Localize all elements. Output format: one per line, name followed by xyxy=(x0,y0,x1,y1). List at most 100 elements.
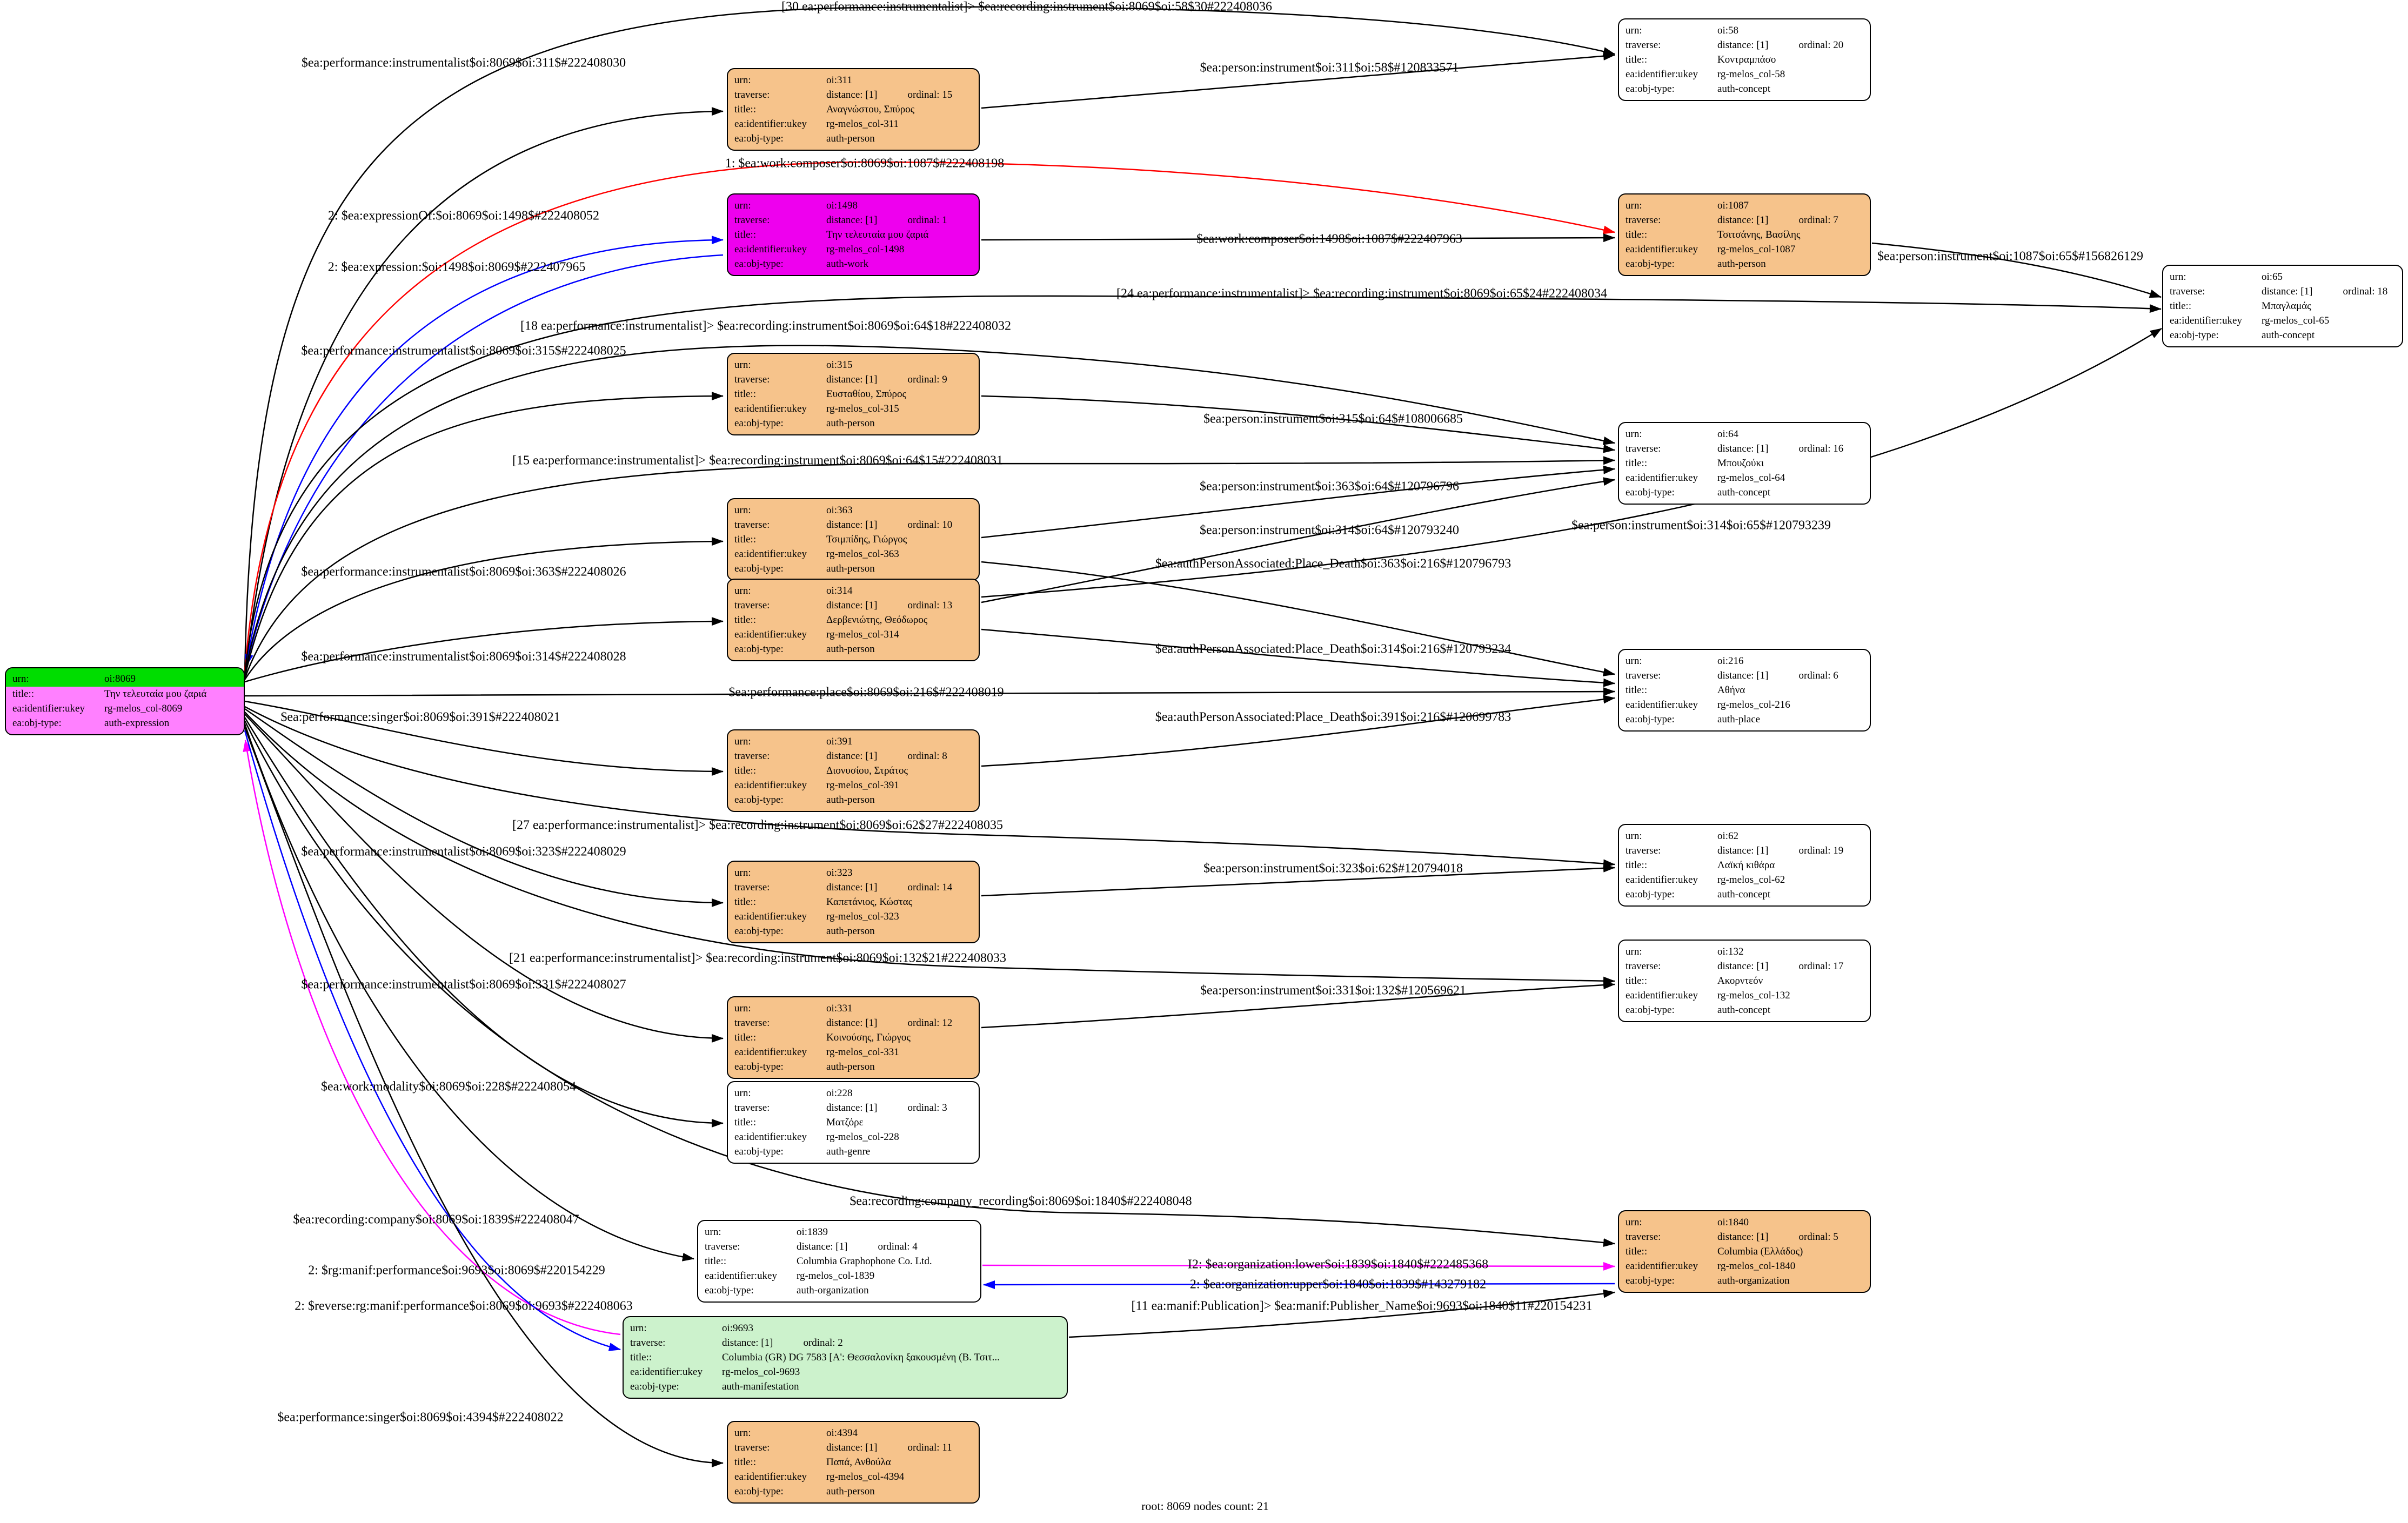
edge-label-recording-instrument-8069-64-18: [18 ea:performance:instrumentalist]> $ea… xyxy=(520,319,1011,333)
node-oi-9693-ukey-key: ea:identifier:ukey xyxy=(630,1366,703,1378)
edge-person-instrument-363-64 xyxy=(981,465,1615,539)
node-oi-216-title-row: title::Αθήνα xyxy=(1619,683,1870,697)
node-oi-216-traverse-key: traverse: xyxy=(1626,670,1661,681)
node-oi-315-ukey-value: rg-melos_col-315 xyxy=(826,403,899,414)
node-oi-1840-ukey-key: ea:identifier:ukey xyxy=(1626,1260,1698,1272)
node-oi-1498-ordinal: ordinal: 1 xyxy=(907,214,947,226)
node-oi-331-ukey-value: rg-melos_col-331 xyxy=(826,1046,899,1058)
node-oi-9693-title-value: Columbia (GR) DG 7583 [Α': Θεσσαλονίκη ξ… xyxy=(722,1352,1000,1363)
node-oi-363-urn-key: urn: xyxy=(734,505,751,516)
node-oi-323-urn-key: urn: xyxy=(734,867,751,878)
node-oi-314-urn-row: urn:oi:314 xyxy=(728,583,979,598)
node-oi-58-ukey-value: rg-melos_col-58 xyxy=(1717,69,1785,80)
node-oi-1087-urn-value: oi:1087 xyxy=(1717,200,1749,211)
node-oi-323-ukey-key: ea:identifier:ukey xyxy=(734,911,807,922)
node-oi-64-title-row: title::Μπουζούκι xyxy=(1619,456,1870,471)
node-oi-1498-urn-key: urn: xyxy=(734,200,751,211)
edge-label-person-instrument-315-64: $ea:person:instrument$oi:315$oi:64$#1080… xyxy=(1203,412,1463,426)
edge-recording-instrument-8069-64-15 xyxy=(244,456,1615,679)
node-oi-1839-ordinal: ordinal: 4 xyxy=(878,1241,918,1252)
node-oi-62-objtype-value: auth-concept xyxy=(1717,889,1771,900)
node-oi-228-urn-row: urn:oi:228 xyxy=(728,1086,979,1101)
node-oi-1839-objtype-key: ea:obj-type: xyxy=(705,1285,754,1296)
node-oi-331-ukey-key: ea:identifier:ukey xyxy=(734,1046,807,1058)
node-oi-1840-ukey-value: rg-melos_col-1840 xyxy=(1717,1260,1796,1272)
edge-label-performance-instrumentalist-8069-315: $ea:performance:instrumentalist$oi:8069$… xyxy=(301,344,626,358)
node-oi-65-title-row: title::Μπαγλαμάς xyxy=(2163,299,2402,313)
node-oi-8069-urn-row: urn:oi:8069 xyxy=(6,668,244,687)
node-oi-315-objtype-value: auth-person xyxy=(826,418,875,429)
node-oi-1840-urn-key: urn: xyxy=(1626,1217,1642,1228)
node-oi-58-urn-row: urn:oi:58 xyxy=(1619,23,1870,38)
node-oi-1839-ukey-value: rg-melos_col-1839 xyxy=(797,1270,875,1282)
node-oi-9693-title-row: title::Columbia (GR) DG 7583 [Α': Θεσσαλ… xyxy=(624,1350,1067,1365)
node-oi-323-distance: distance: [1] xyxy=(826,882,878,893)
node-oi-64-title-value: Μπουζούκι xyxy=(1717,458,1764,469)
edge-person-instrument-315-64 xyxy=(981,395,1615,453)
node-oi-1498-objtype-row: ea:obj-type:auth-work xyxy=(728,257,979,271)
node-oi-1839-urn-value: oi:1839 xyxy=(797,1226,828,1238)
node-oi-216-objtype-row: ea:obj-type:auth-place xyxy=(1619,712,1870,727)
edge-recording-company-8069-1839 xyxy=(244,723,694,1262)
node-oi-1840-traverse-key: traverse: xyxy=(1626,1231,1661,1243)
node-oi-363-urn-value: oi:363 xyxy=(826,505,853,516)
node-oi-228-objtype-value: auth-genre xyxy=(826,1146,871,1157)
node-oi-1840-traverse-row: traverse:distance: [1]ordinal: 5 xyxy=(1619,1230,1870,1244)
edge-label-recording-instrument-8069-64-15: [15 ea:performance:instrumentalist]> $ea… xyxy=(512,453,1003,468)
edge-performance-instrumentalist-8069-323 xyxy=(244,708,724,907)
traverse-gap xyxy=(877,88,907,102)
node-oi-65-urn-row: urn:oi:65 xyxy=(2163,270,2402,284)
node-oi-65-urn-value: oi:65 xyxy=(2262,271,2283,283)
node-oi-1840-title-key: title:: xyxy=(1626,1246,1648,1257)
node-oi-216-traverse-row: traverse:distance: [1]ordinal: 6 xyxy=(1619,668,1870,683)
node-oi-216-objtype-value: auth-place xyxy=(1717,714,1761,725)
node-oi-363-objtype-value: auth-person xyxy=(826,563,875,574)
edge-recording-instrument-8069-62 xyxy=(244,706,1615,868)
edge-recording-instrument-8069-132 xyxy=(244,712,1615,985)
node-oi-228-title-key: title:: xyxy=(734,1117,757,1128)
edge-label-organization-upper-1840-1839: 2: $ea:organization:upper$oi:1840$oi:183… xyxy=(1189,1277,1487,1292)
node-oi-58-ordinal: ordinal: 20 xyxy=(1798,39,1844,51)
node-oi-1087-traverse-key: traverse: xyxy=(1626,214,1661,226)
node-oi-314-objtype-value: auth-person xyxy=(826,643,875,655)
node-oi-331-ukey-row: ea:identifier:ukey rg-melos_col-331 xyxy=(728,1045,979,1059)
node-oi-1087-objtype-row: ea:obj-type:auth-person xyxy=(1619,257,1870,271)
node-oi-311-ukey-key: ea:identifier:ukey xyxy=(734,118,807,130)
node-oi-9693-ukey-value: rg-melos_col-9693 xyxy=(722,1366,800,1378)
edge-label-performance-singer-8069-391: $ea:performance:singer$oi:8069$oi:391$#2… xyxy=(280,710,560,724)
node-oi-58-objtype-value: auth-concept xyxy=(1717,83,1771,95)
node-oi-391-urn-value: oi:391 xyxy=(826,736,853,747)
edge-label-person-instrument-311-58: $ea:person:instrument$oi:311$oi:58$#1208… xyxy=(1200,61,1459,75)
node-oi-311-traverse-row: traverse:distance: [1]ordinal: 15 xyxy=(728,88,979,102)
edge-label-work-composer-8069-1087: 1: $ea:work:composer$oi:8069$oi:1087$#22… xyxy=(725,156,1005,171)
node-oi-62-traverse-row: traverse:distance: [1]ordinal: 19 xyxy=(1619,843,1870,858)
traverse-gap xyxy=(877,518,907,532)
node-oi-62-urn-row: urn:oi:62 xyxy=(1619,829,1870,843)
edge-label-recording-company-8069-1839: $ea:recording:company$oi:8069$oi:1839$#2… xyxy=(293,1212,579,1227)
node-oi-62-distance: distance: [1] xyxy=(1717,845,1769,856)
node-oi-323-ordinal: ordinal: 14 xyxy=(907,882,953,893)
